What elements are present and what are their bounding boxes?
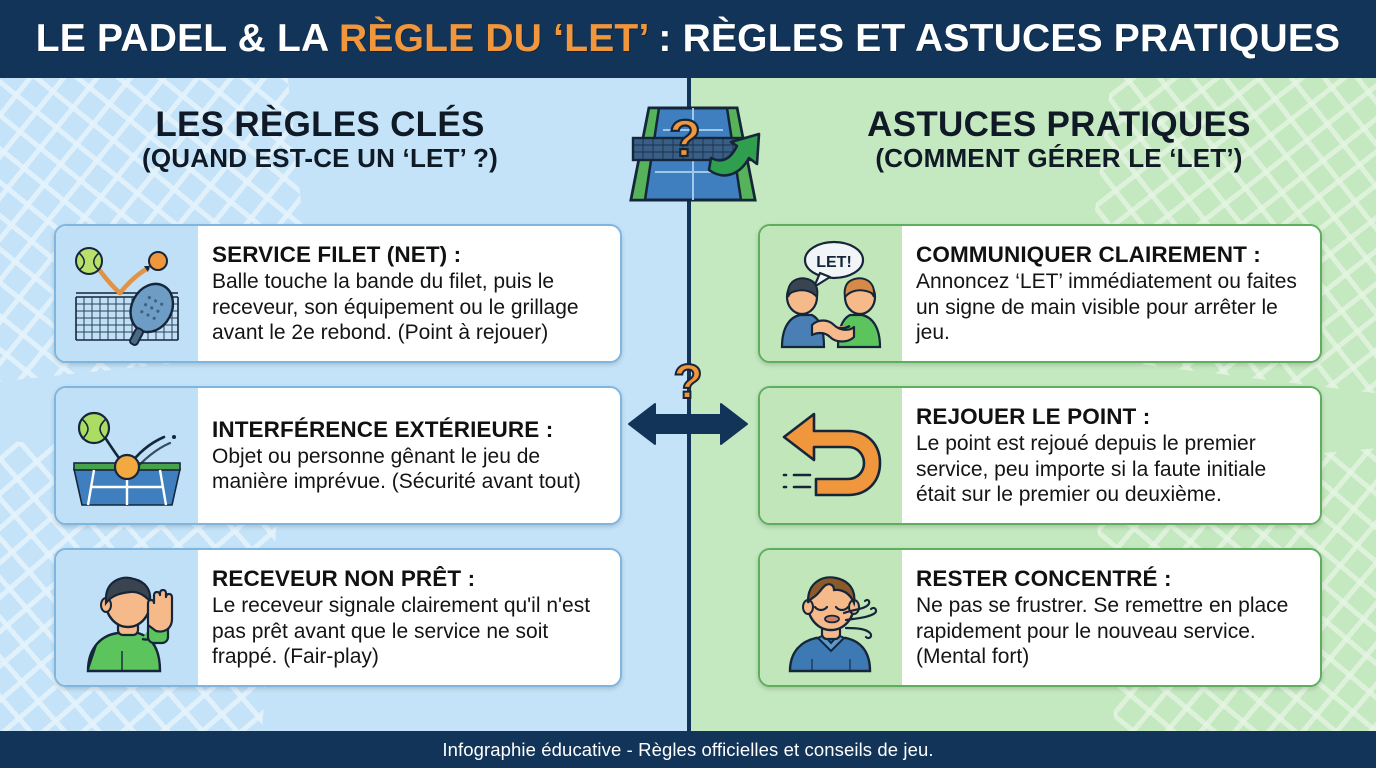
header-title-part1: LE PADEL & LA bbox=[35, 17, 340, 60]
speech-bubble-text: LET! bbox=[816, 254, 852, 271]
card-title: SERVICE FILET (NET) : bbox=[212, 242, 462, 268]
net-ball-racket-icon bbox=[56, 226, 198, 361]
tip-card-rester-concentre[interactable]: RESTER CONCENTRÉ : Ne pas se frustrer. S… bbox=[758, 548, 1322, 687]
card-text: Objet ou personne gênant le jeu de maniè… bbox=[212, 444, 581, 494]
header-title-part2: : RÈGLES ET ASTUCES PRATIQUES bbox=[647, 17, 1341, 60]
player-breathing-calm-icon bbox=[760, 550, 902, 685]
card-text: Annoncez ‘LET’ immédiatement ou faites u… bbox=[916, 269, 1297, 345]
right-card-list: LET! bbox=[688, 224, 1376, 687]
left-heading-line2: (QUAND EST-CE UN ‘LET’ ?) bbox=[142, 143, 498, 174]
rule-card-receveur-non-pret[interactable]: RECEVEUR NON PRÊT : Le receveur signale … bbox=[54, 548, 622, 687]
card-title: INTERFÉRENCE EXTÉRIEURE : bbox=[212, 417, 554, 443]
replay-uturn-arrow-icon bbox=[760, 388, 902, 523]
card-text: Balle touche la bande du filet, puis le … bbox=[212, 269, 579, 345]
tip-card-communiquer-clairement[interactable]: LET! bbox=[758, 224, 1322, 363]
card-text: Le receveur signale clairement qu'il n'e… bbox=[212, 593, 591, 669]
right-column-heading: ASTUCES PRATIQUES (COMMENT GÉRER LE ‘LET… bbox=[688, 106, 1376, 174]
rule-card-interference-exterieure[interactable]: INTERFÉRENCE EXTÉRIEURE : Objet ou perso… bbox=[54, 386, 622, 525]
card-body: REJOUER LE POINT : Le point est rejoué d… bbox=[902, 388, 1320, 523]
left-panel: LES RÈGLES CLÉS (QUAND EST-CE UN ‘LET’ ?… bbox=[0, 78, 688, 731]
right-heading-line2: (COMMENT GÉRER LE ‘LET’) bbox=[875, 143, 1243, 174]
card-title: REJOUER LE POINT : bbox=[916, 404, 1151, 430]
card-body: SERVICE FILET (NET) : Balle touche la ba… bbox=[198, 226, 620, 361]
panels-container: LES RÈGLES CLÉS (QUAND EST-CE UN ‘LET’ ?… bbox=[0, 78, 1376, 731]
card-title: COMMUNIQUER CLAIREMENT : bbox=[916, 242, 1261, 268]
card-body: RESTER CONCENTRÉ : Ne pas se frustrer. S… bbox=[902, 550, 1320, 685]
divider-question-mark: ? bbox=[673, 356, 702, 409]
player-raised-hand-icon bbox=[56, 550, 198, 685]
center-divider bbox=[687, 78, 691, 731]
tip-card-rejouer-le-point[interactable]: REJOUER LE POINT : Le point est rejoué d… bbox=[758, 386, 1322, 525]
card-body: INTERFÉRENCE EXTÉRIEURE : Objet ou perso… bbox=[198, 388, 620, 523]
page-title: LE PADEL & LA RÈGLE DU ‘LET’ : RÈGLES ET… bbox=[36, 17, 1341, 61]
padel-court-question-arrow-icon: ? bbox=[619, 100, 771, 208]
handshake-let-bubble-icon: LET! bbox=[760, 226, 902, 361]
card-title: RESTER CONCENTRÉ : bbox=[916, 566, 1172, 592]
card-body: RECEVEUR NON PRÊT : Le receveur signale … bbox=[198, 550, 620, 685]
card-body: COMMUNIQUER CLAIREMENT : Annoncez ‘LET’ … bbox=[902, 226, 1320, 361]
header-title-accent: RÈGLE DU ‘LET’ bbox=[339, 17, 648, 60]
header-bar: LE PADEL & LA RÈGLE DU ‘LET’ : RÈGLES ET… bbox=[0, 0, 1376, 78]
double-arrow-question-icon: ? bbox=[627, 352, 749, 456]
ball-bounce-court-icon bbox=[56, 388, 198, 523]
right-panel: ASTUCES PRATIQUES (COMMENT GÉRER LE ‘LET… bbox=[688, 78, 1376, 731]
footer-bar: Infographie éducative - Règles officiell… bbox=[0, 731, 1376, 768]
left-card-list: SERVICE FILET (NET) : Balle touche la ba… bbox=[0, 224, 688, 687]
right-heading-line1: ASTUCES PRATIQUES bbox=[867, 105, 1251, 144]
card-text: Le point est rejoué depuis le premier se… bbox=[916, 431, 1267, 507]
card-title: RECEVEUR NON PRÊT : bbox=[212, 566, 476, 592]
card-text: Ne pas se frustrer. Se remettre en place… bbox=[916, 593, 1289, 669]
left-column-heading: LES RÈGLES CLÉS (QUAND EST-CE UN ‘LET’ ?… bbox=[0, 106, 688, 174]
court-question-mark: ? bbox=[669, 110, 701, 168]
rule-card-service-filet[interactable]: SERVICE FILET (NET) : Balle touche la ba… bbox=[54, 224, 622, 363]
footer-text: Infographie éducative - Règles officiell… bbox=[442, 738, 934, 760]
left-heading-line1: LES RÈGLES CLÉS bbox=[155, 105, 485, 144]
